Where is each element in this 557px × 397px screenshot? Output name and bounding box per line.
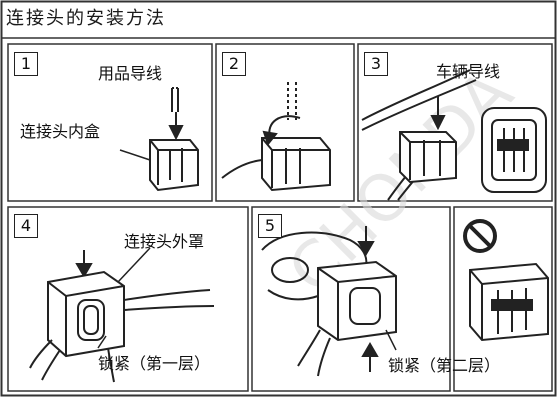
panel-prohibited <box>453 206 553 392</box>
panel-step-2 <box>215 43 355 202</box>
step4-illustration <box>29 247 215 383</box>
no-entry-icon <box>463 219 497 253</box>
panel-step-1 <box>7 43 213 202</box>
step-number-2: 2 <box>222 52 246 76</box>
label-lock-second: 锁紧（第二层） <box>388 356 501 375</box>
label-outer-cover: 连接头外罩 <box>124 232 205 251</box>
label-accessory-wire: 用品导线 <box>98 64 163 83</box>
step3-illustration <box>361 69 547 201</box>
step5-illustration <box>261 226 397 377</box>
step-number-3: 3 <box>364 52 388 76</box>
panel-step-3 <box>357 43 553 202</box>
step2-illustration <box>221 82 331 192</box>
step-number-4: 4 <box>14 214 38 238</box>
prohibited-illustration <box>463 219 549 342</box>
label-inner-housing: 连接头内盒 <box>20 122 101 141</box>
page-title: 连接头的安装方法 <box>6 8 166 29</box>
label-lock-first: 锁紧（第一层） <box>98 354 211 373</box>
step1-illustration <box>119 87 199 192</box>
label-vehicle-wire: 车辆导线 <box>436 62 501 81</box>
step-number-1: 1 <box>14 52 38 76</box>
panel-step-5 <box>251 206 451 392</box>
step-number-5: 5 <box>258 214 282 238</box>
panel-step-4 <box>7 206 249 392</box>
